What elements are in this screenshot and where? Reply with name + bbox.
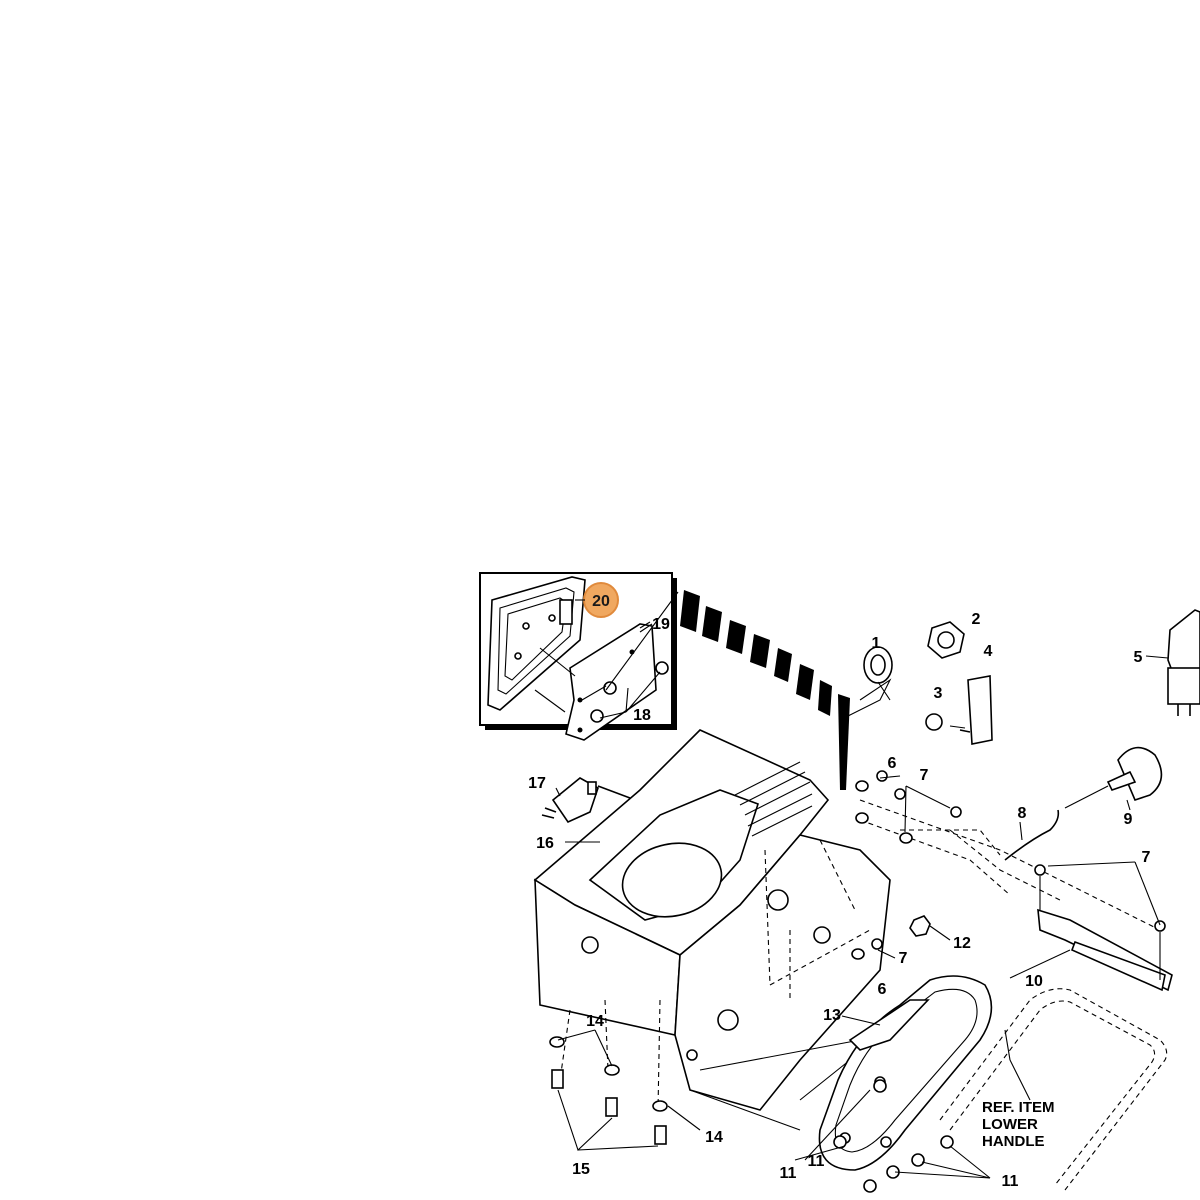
callout-19: 19 bbox=[652, 616, 670, 633]
callout-10: 10 bbox=[1025, 973, 1043, 990]
callout-16: 16 bbox=[536, 835, 554, 852]
callout-11b: 11 bbox=[808, 1153, 825, 1170]
switch-part bbox=[541, 777, 631, 824]
handle-bracket bbox=[1034, 864, 1173, 992]
ref-note-line-3: HANDLE bbox=[982, 1133, 1045, 1150]
callout-18: 18 bbox=[633, 707, 651, 724]
callout-8: 8 bbox=[1018, 805, 1027, 822]
lower-handle-ref bbox=[939, 988, 1168, 1191]
callout-17: 17 bbox=[528, 775, 546, 792]
callout-11a: 11 bbox=[780, 1165, 797, 1182]
callout-12: 12 bbox=[953, 935, 971, 952]
callout-13: 13 bbox=[823, 1007, 841, 1024]
callout-3: 3 bbox=[934, 685, 943, 702]
leader-lines bbox=[555, 621, 1169, 843]
callout-1: 1 bbox=[872, 635, 881, 652]
hour-meter bbox=[1167, 609, 1200, 716]
throttle-knob bbox=[1064, 746, 1163, 809]
callout-20-highlight[interactable]: 20 bbox=[575, 582, 619, 618]
callout-15: 15 bbox=[572, 1161, 590, 1178]
hardware-upper bbox=[839, 621, 993, 745]
callout-2: 2 bbox=[972, 611, 981, 628]
ref-note-line-2: LOWER bbox=[982, 1116, 1038, 1133]
hardware-lower bbox=[549, 1029, 701, 1151]
callout-7c: 7 bbox=[899, 950, 908, 967]
callout-labels: 1 2 3 4 5 6 6 7 7 7 8 9 10 11 11 11 12 1… bbox=[528, 611, 1150, 1190]
callout-4: 4 bbox=[984, 643, 993, 660]
callout-5: 5 bbox=[1134, 649, 1143, 666]
callout-20: 20 bbox=[592, 593, 610, 610]
callout-6b: 6 bbox=[878, 981, 887, 998]
main-housing bbox=[533, 729, 891, 1131]
callout-11c: 11 bbox=[1002, 1173, 1019, 1190]
fasteners bbox=[794, 770, 1161, 1193]
ref-note-line-1: REF. ITEM bbox=[982, 1099, 1055, 1116]
callout-9: 9 bbox=[1124, 811, 1133, 828]
callout-7a: 7 bbox=[920, 767, 929, 784]
ref-note: REF. ITEM LOWER HANDLE bbox=[982, 1099, 1055, 1150]
callout-6a: 6 bbox=[888, 755, 897, 772]
inset-detail bbox=[479, 572, 677, 741]
callout-7b: 7 bbox=[1142, 849, 1151, 866]
callout-14b: 14 bbox=[705, 1129, 723, 1146]
inset-pointer bbox=[605, 590, 850, 790]
callout-14a: 14 bbox=[586, 1013, 604, 1030]
